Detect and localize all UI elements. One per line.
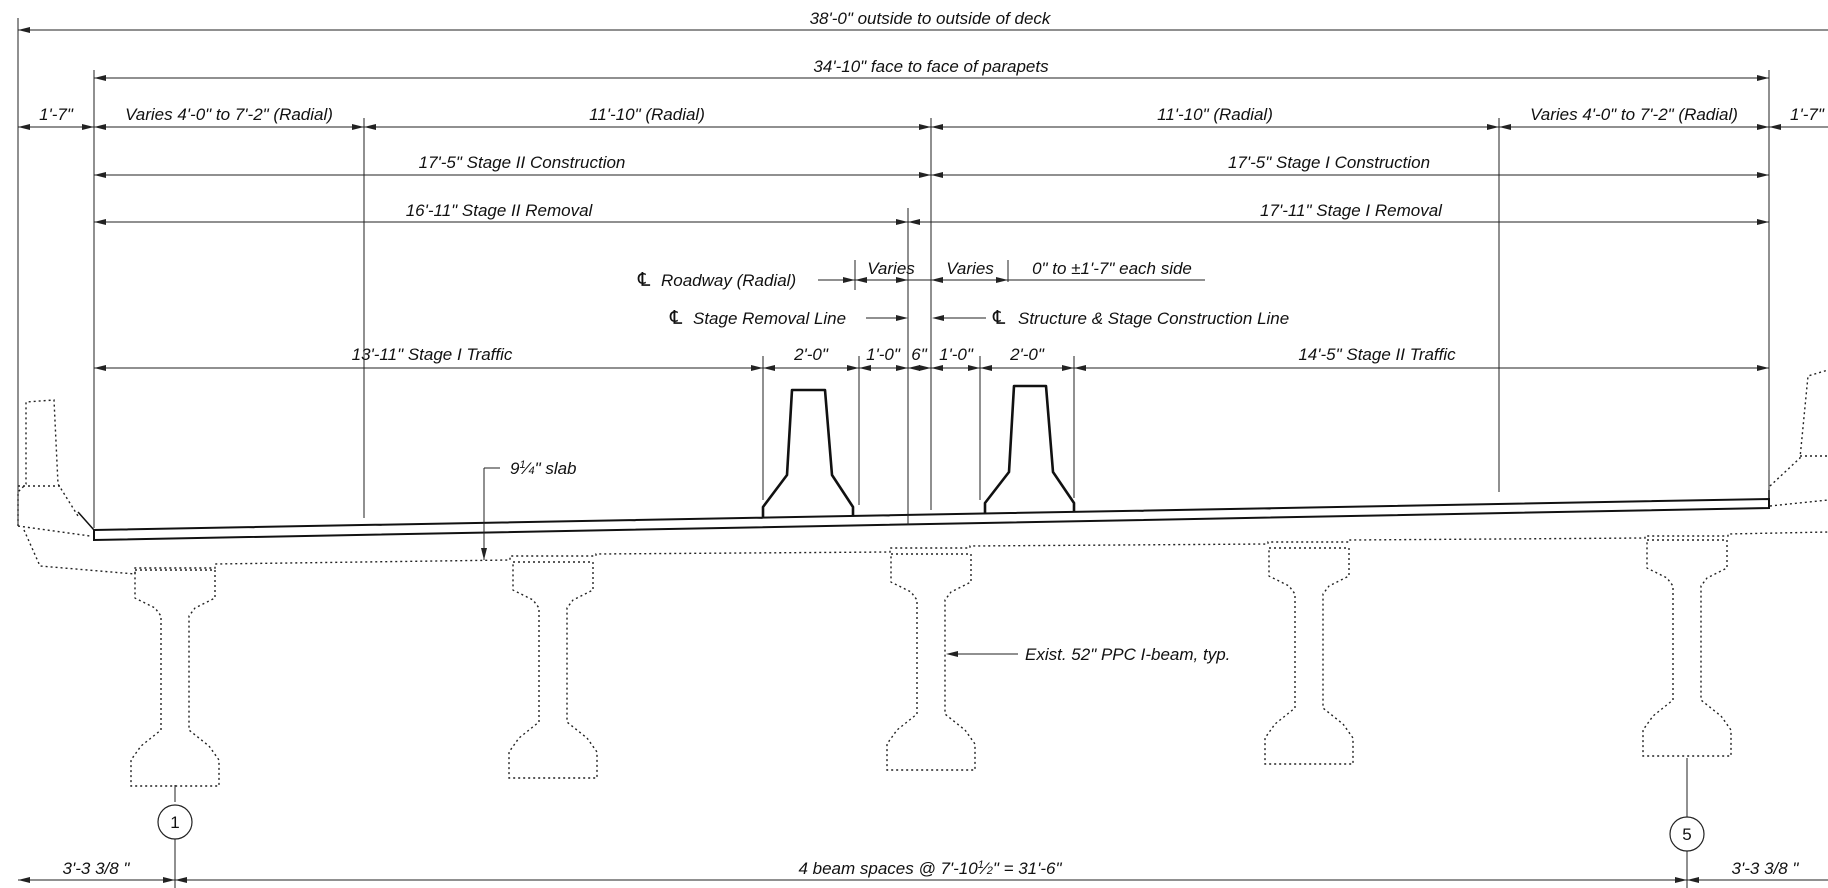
stage2-removal-dimension: 16'-11" Stage II Removal	[406, 201, 594, 220]
gap-left-dimension: 1'-0"	[866, 345, 901, 364]
existing-left-parapet	[17, 399, 79, 526]
existing-structure	[17, 369, 1828, 787]
left-radial-dimension: 11'-10" (Radial)	[589, 105, 705, 124]
barrier-left-width-dimension: 2'-0"	[793, 345, 829, 364]
temporary-barrier-right	[983, 384, 1076, 513]
face-to-face-dimension: 34'-10" face to face of parapets	[813, 57, 1049, 76]
cl-structure-label: Structure & Stage Construction Line	[1018, 309, 1289, 328]
left-varies-dimension: Varies 4'-0" to 7'-2" (Radial)	[125, 105, 333, 124]
temporary-barrier-left	[761, 388, 855, 517]
left-overhang-dimension: 1'-7"	[39, 105, 74, 124]
existing-i-beam-4	[1264, 547, 1354, 765]
stage2-traffic-dimension: 14'-5" Stage II Traffic	[1298, 345, 1456, 364]
dimension-texts: 38'-0" outside to outside of deck 34'-10…	[39, 9, 1825, 878]
slab-label: 91⁄4" slab	[510, 459, 577, 478]
overall-deck-dimension: 38'-0" outside to outside of deck	[810, 9, 1052, 28]
stage1-construction-dimension: 17'-5" Stage I Construction	[1228, 153, 1430, 172]
dimension-lines	[18, 27, 1828, 883]
existing-right-deck-edge	[1769, 499, 1828, 507]
right-end-dimension: 3'-3 3/8 "	[1732, 859, 1800, 878]
existing-i-beam-2	[508, 561, 598, 779]
gap-right-dimension: 1'-0"	[939, 345, 974, 364]
existing-i-beam-5	[1642, 539, 1732, 757]
varies-left-dimension: Varies	[867, 259, 915, 278]
extension-lines	[17, 18, 1770, 888]
barrier-right-width-dimension: 2'-0"	[1009, 345, 1045, 364]
varies-right-dimension: Varies	[946, 259, 994, 278]
right-radial-dimension: 11'-10" (Radial)	[1157, 105, 1273, 124]
existing-i-beam-3	[886, 553, 976, 771]
left-end-dimension: 3'-3 3/8 "	[63, 859, 131, 878]
beam-marker-1: 1	[170, 813, 179, 832]
cl-stage-removal-label: Stage Removal Line	[693, 309, 846, 328]
right-varies-dimension: Varies 4'-0" to 7'-2" (Radial)	[1530, 105, 1738, 124]
beam-spaces-dimension: 4 beam spaces @ 7'-101⁄2" = 31'-6"	[798, 859, 1062, 878]
stage2-construction-dimension: 17'-5" Stage II Construction	[419, 153, 626, 172]
existing-deck-outline	[23, 529, 1828, 575]
stage1-traffic-dimension: 13'-11" Stage I Traffic	[352, 345, 513, 364]
cl-roadway-symbol: ℄	[637, 270, 651, 291]
cl-structure-symbol: ℄	[992, 308, 1006, 329]
left-deck-edge-line	[77, 511, 95, 531]
existing-right-parapet	[1769, 369, 1828, 487]
varies-note: 0" to ±1'-7" each side	[1032, 259, 1192, 278]
existing-i-beam-1	[130, 569, 220, 787]
new-deck-slab	[93, 497, 1770, 542]
cl-roadway-label: Roadway (Radial)	[661, 271, 796, 290]
beam-marker-5-circle	[1669, 816, 1705, 852]
beam-marker-5: 5	[1682, 825, 1691, 844]
beam-marker-1-circle	[157, 804, 193, 840]
existing-deck-top-outline	[17, 525, 91, 537]
right-overhang-dimension: 1'-7"	[1790, 105, 1825, 124]
labels: ℄ Roadway (Radial) ℄ Stage Removal Line …	[510, 270, 1289, 664]
gap-center-dimension: 6"	[911, 345, 927, 364]
cl-stage-removal-symbol: ℄	[669, 308, 683, 329]
stage1-removal-dimension: 17'-11" Stage I Removal	[1260, 201, 1443, 220]
beam-note-label: Exist. 52" PPC I-beam, typ.	[1025, 645, 1230, 664]
